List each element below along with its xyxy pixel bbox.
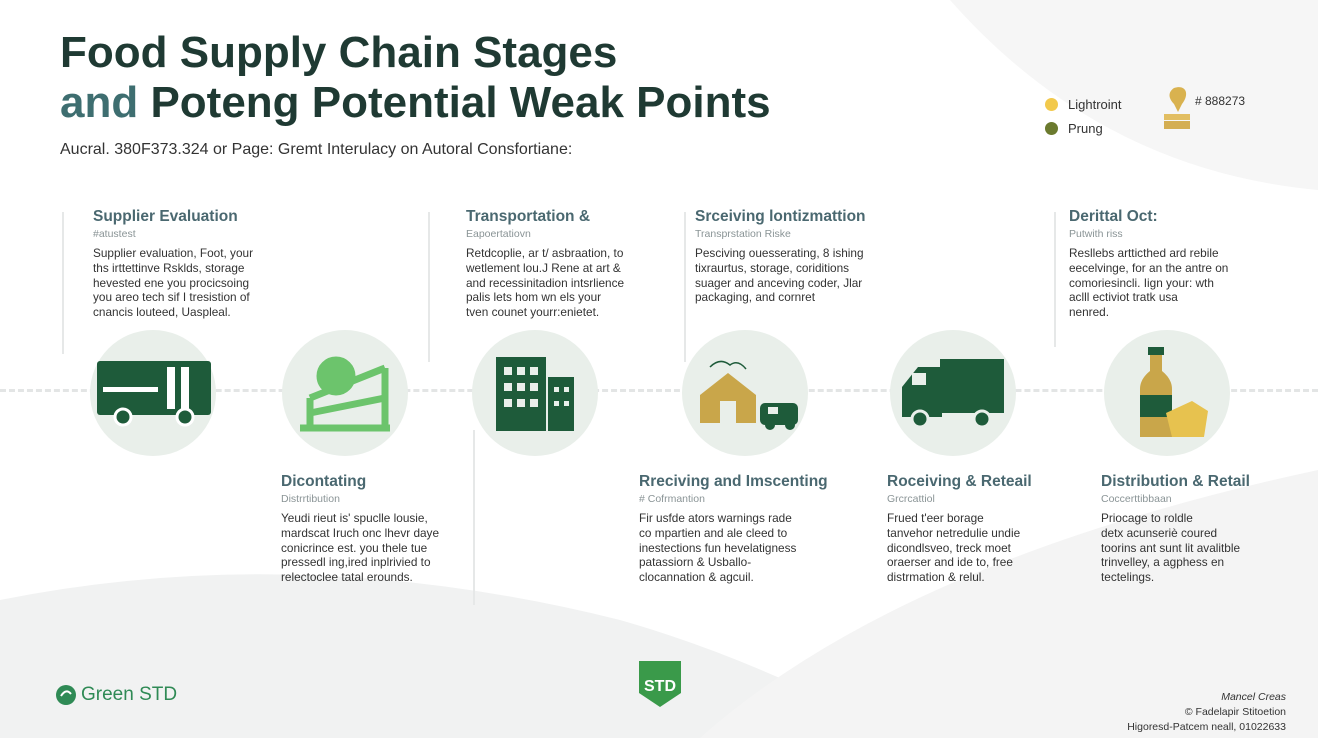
bottle-cheese-icon bbox=[1140, 347, 1208, 437]
background-wave bbox=[700, 470, 1318, 738]
house-van-icon bbox=[700, 360, 798, 430]
retail-circle bbox=[1104, 330, 1230, 456]
legend-code: # 888273 bbox=[1195, 94, 1246, 108]
connector-line bbox=[62, 212, 64, 354]
leaf-globe-icon bbox=[56, 685, 76, 705]
truck-icon bbox=[97, 361, 211, 427]
page-title: Food Supply Chain Stages and Poteng Pote… bbox=[60, 28, 771, 127]
yellow-dot-icon bbox=[1045, 97, 1058, 111]
stage-deritall-oct: Derittal Oct:Putwith riss Resllebs artti… bbox=[1069, 208, 1229, 320]
legend: Lightroint Prung bbox=[1045, 92, 1121, 140]
processing-circle bbox=[282, 330, 408, 456]
quill-trophy-icon bbox=[1164, 87, 1190, 129]
background-wave bbox=[0, 574, 900, 738]
shield-badge-icon: STD bbox=[639, 661, 681, 707]
stage-receiving-inspecting: Rreciving and Imscenting# Cofrmantion Fi… bbox=[639, 473, 828, 585]
olive-dot-icon bbox=[1045, 121, 1058, 135]
building-icon bbox=[496, 357, 574, 431]
credits: Mancel Creas © Fadelapir Stitoetion Higo… bbox=[1127, 691, 1286, 733]
processing-machine-icon bbox=[300, 356, 390, 432]
delivery-truck-circle bbox=[890, 330, 1016, 456]
connector-line bbox=[1054, 212, 1056, 347]
std-badge: STD bbox=[637, 659, 683, 714]
stage-transportation: Transportation &Eapoertatiovn Retdcoplie… bbox=[466, 208, 625, 320]
truck-circle bbox=[90, 330, 216, 456]
background-wave bbox=[950, 0, 1318, 190]
receiving-circle bbox=[682, 330, 808, 456]
connector-line bbox=[428, 212, 430, 362]
stage-supplier-evaluation: Supplier Evaluation#atustest Supplier ev… bbox=[93, 208, 254, 320]
svg-text:STD: STD bbox=[644, 678, 676, 695]
timeline-dashed-line bbox=[0, 389, 1318, 392]
legend-item: Prung bbox=[1045, 116, 1121, 140]
connector-line bbox=[473, 430, 475, 605]
warehouse-circle bbox=[472, 330, 598, 456]
subtitle: Aucral. 380F373.324 or Page: Gremt Inter… bbox=[60, 141, 573, 158]
brand-logo: Green STD bbox=[55, 684, 177, 706]
legend-item: Lightroint bbox=[1045, 92, 1121, 116]
connector-line bbox=[684, 212, 686, 362]
delivery-truck-icon bbox=[902, 359, 1004, 429]
